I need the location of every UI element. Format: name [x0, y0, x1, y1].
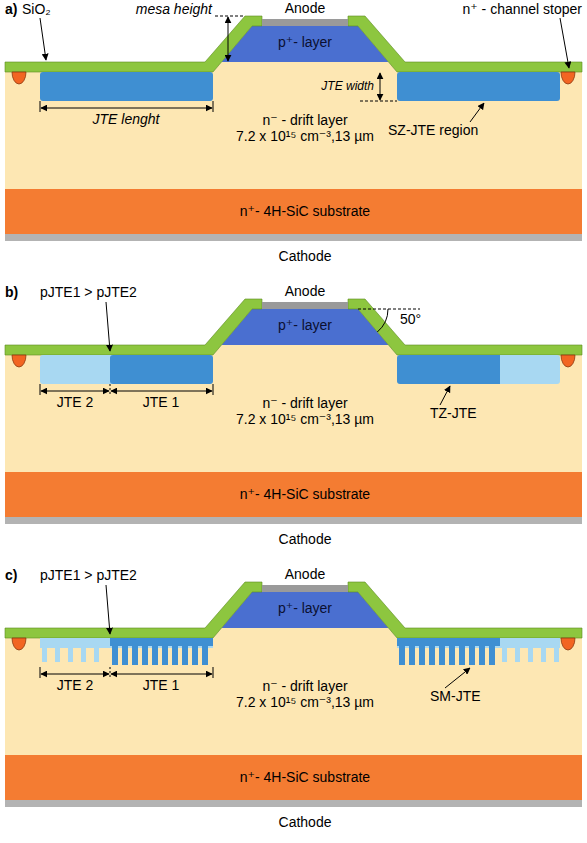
dimension-label: JTE 1 [143, 677, 180, 693]
dimension-label: JTE 2 [57, 677, 94, 693]
layer-label: n⁺- 4H-SiC substrate [240, 203, 370, 219]
drift-layer: n⁻ - drift layer7.2 x 10¹⁵ cm⁻³,13 µm [236, 678, 374, 710]
panel-letter: b) [5, 284, 18, 300]
anode-label: Anode [285, 0, 325, 16]
anode-label: Anode [285, 283, 325, 299]
doping-label: pJTE1 > pJTE2 [40, 567, 137, 583]
panel-c [5, 582, 582, 807]
layer-label: p⁺- layer [278, 34, 332, 50]
dimension-label: JTE width [321, 78, 374, 94]
anode-label: Anode [285, 566, 325, 582]
substrate-band: n⁺- 4H-SiC substrate [240, 486, 370, 502]
p-layer: p⁺- layer [278, 317, 332, 333]
layer-label: p⁺- layer [278, 317, 332, 333]
layer-label: n⁻ - drift layer [236, 678, 374, 694]
stopper-label: n⁺ - channel stoper [463, 1, 582, 17]
p-layer: p⁺- layer [278, 600, 332, 616]
panel-a [5, 16, 582, 241]
drift-layer: n⁻ - drift layer7.2 x 10¹⁵ cm⁻³,13 µm [236, 395, 374, 427]
p-layer: p⁺- layer [278, 34, 332, 50]
layer-label: 7.2 x 10¹⁵ cm⁻³,13 µm [236, 694, 374, 710]
layer-label: n⁻ - drift layer [236, 395, 374, 411]
region-label: SM-JTE [430, 688, 481, 704]
cathode-label: Cathode [279, 531, 332, 547]
layer-label: p⁺- layer [278, 600, 332, 616]
layer-label: n⁻ - drift layer [236, 112, 374, 128]
panel-b [5, 299, 582, 524]
drift-layer: n⁻ - drift layer7.2 x 10¹⁵ cm⁻³,13 µm [236, 112, 374, 144]
oxide-label: SiO₂ [22, 1, 51, 17]
dimension-label: JTE lenght [93, 111, 160, 127]
substrate-band: n⁺- 4H-SiC substrate [240, 769, 370, 785]
cathode-label: Cathode [279, 814, 332, 830]
substrate-band: n⁺- 4H-SiC substrate [240, 203, 370, 219]
dimension-label: JTE 1 [143, 394, 180, 410]
region-label: SZ-JTE region [388, 122, 478, 138]
region-label: TZ-JTE [430, 405, 477, 421]
layer-label: 7.2 x 10¹⁵ cm⁻³,13 µm [236, 128, 374, 144]
dimension-label: JTE 2 [57, 394, 94, 410]
panel-letter: a) [5, 1, 17, 17]
layer-label: n⁺- 4H-SiC substrate [240, 486, 370, 502]
doping-label: pJTE1 > pJTE2 [40, 284, 137, 300]
cathode-label: Cathode [279, 248, 332, 264]
panel-letter: c) [5, 567, 17, 583]
dimension-label: mesa height [136, 1, 212, 17]
angle-label: 50° [400, 311, 421, 327]
layer-label: 7.2 x 10¹⁵ cm⁻³,13 µm [236, 411, 374, 427]
layer-label: n⁺- 4H-SiC substrate [240, 769, 370, 785]
